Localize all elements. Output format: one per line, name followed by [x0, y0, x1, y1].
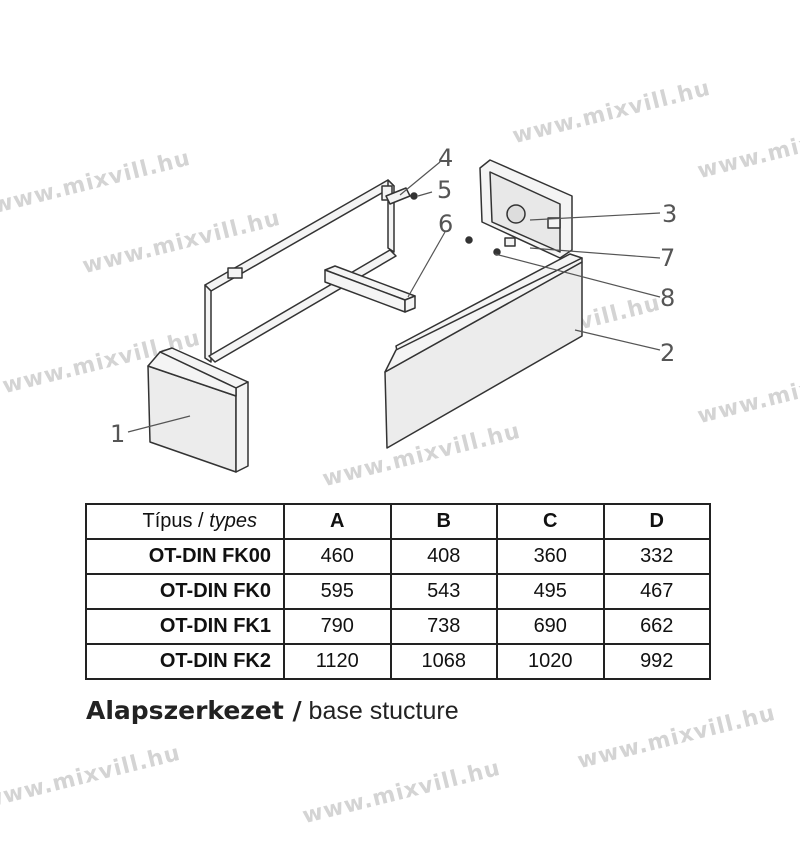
- value-cell: 460: [283, 538, 392, 575]
- type-label: Típus /: [142, 510, 210, 532]
- column-header: A: [283, 503, 392, 540]
- part-5-screw: [410, 192, 418, 200]
- value-cell: 360: [496, 538, 605, 575]
- part-label-8: 8: [660, 284, 675, 312]
- value-cell: 495: [496, 573, 605, 610]
- table-row: OT-DIN FK1 790 738 690 662: [85, 608, 711, 645]
- column-header: C: [496, 503, 605, 540]
- part-7-screw: [465, 236, 473, 244]
- column-header: B: [389, 503, 498, 540]
- part-1-end-panel: [147, 347, 249, 473]
- part-label-3: 3: [662, 200, 677, 228]
- value-cell: 332: [602, 538, 711, 575]
- watermark: www.mixvill.hu: [300, 755, 504, 830]
- watermark: www.mixvill.hu: [575, 700, 779, 775]
- caption: Alapszerkezet / base stucture: [86, 696, 459, 726]
- value-cell: 467: [602, 573, 711, 610]
- part-label-7: 7: [660, 244, 675, 272]
- exploded-assembly-drawing: 1 2 3 4 5 6 7 8: [110, 144, 677, 473]
- type-cell: OT-DIN FK0: [85, 573, 285, 610]
- value-cell: 790: [283, 608, 392, 645]
- type-label-italic: types: [209, 510, 257, 532]
- part-label-5: 5: [437, 176, 452, 204]
- part-label-1: 1: [110, 420, 125, 448]
- table-row: OT-DIN FK0 595 543 495 467: [85, 573, 711, 610]
- value-cell: 1020: [496, 643, 605, 680]
- caption-bold: Alapszerkezet /: [86, 696, 302, 725]
- value-cell: 1068: [389, 643, 498, 680]
- value-cell: 738: [389, 608, 498, 645]
- value-cell: 992: [602, 643, 711, 680]
- type-column-header: Típus / types: [85, 503, 285, 540]
- table-row: OT-DIN FK00 460 408 360 332: [85, 538, 711, 575]
- value-cell: 662: [602, 608, 711, 645]
- column-header: D: [602, 503, 711, 540]
- value-cell: 543: [389, 573, 498, 610]
- part-label-6: 6: [438, 210, 453, 238]
- caption-normal: base stucture: [301, 697, 459, 725]
- value-cell: 595: [283, 573, 392, 610]
- type-cell: OT-DIN FK2: [85, 643, 285, 680]
- table-row: OT-DIN FK2 1120 1068 1020 992: [85, 643, 711, 680]
- watermark: www.mixvill.hu: [0, 740, 184, 815]
- type-cell: OT-DIN FK00: [85, 538, 285, 575]
- dimensions-table: Típus / types A B C D OT-DIN FK00 460 40…: [85, 503, 711, 680]
- value-cell: 408: [389, 538, 498, 575]
- value-cell: 690: [496, 608, 605, 645]
- type-cell: OT-DIN FK1: [85, 608, 285, 645]
- part-label-4: 4: [438, 144, 453, 172]
- part-3-box: [479, 159, 573, 259]
- table-header-row: Típus / types A B C D: [85, 503, 711, 540]
- value-cell: 1120: [283, 643, 392, 680]
- part-frame: [204, 179, 397, 363]
- part-2-side-panel: [384, 253, 583, 449]
- part-label-2: 2: [660, 339, 675, 367]
